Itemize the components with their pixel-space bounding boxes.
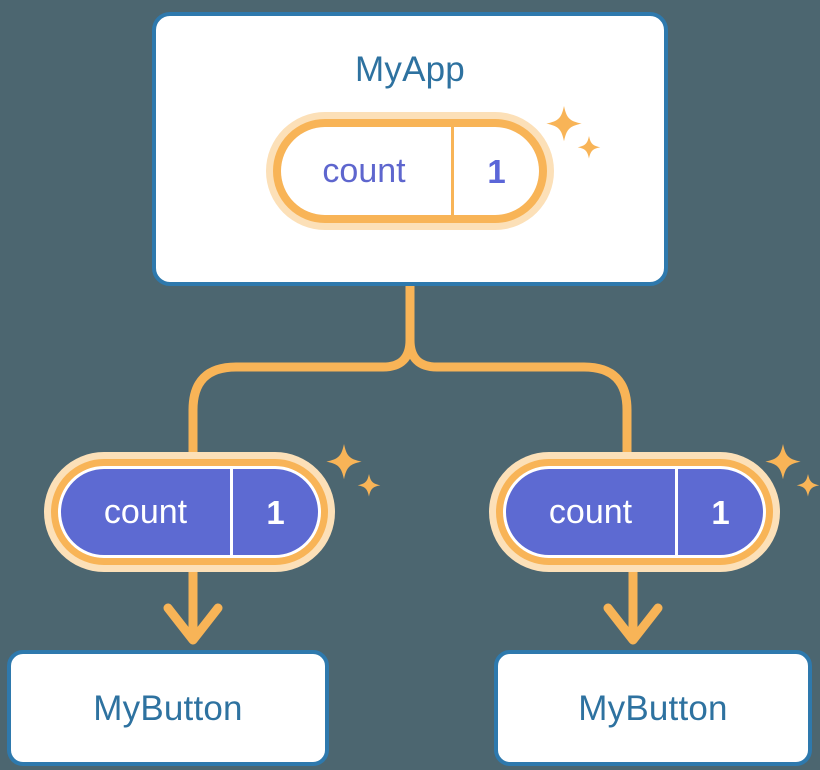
arrow-down-icon-right [603,603,663,645]
sparkle-small [357,474,381,497]
sparkle-large [326,444,362,480]
state-pill-ring: count 1 [51,459,328,565]
state-key-label: count [103,493,188,531]
state-pill-inner: count 1 [503,466,766,558]
sparkle-small [796,474,820,497]
arrow-down-icon-left [163,603,223,645]
component-card-mybutton-1[interactable]: MyButton [494,650,812,766]
state-key-label: count [322,152,406,190]
connector-tree-path [188,281,415,475]
state-value-label: 1 [675,469,763,555]
state-pill-inner: count 1 [281,127,539,215]
state-value-label: 1 [451,127,539,215]
connector-tree-path-right [405,281,632,475]
state-pill-ring: count 1 [496,459,773,565]
state-value-label: 1 [230,469,318,555]
state-pill-myapp[interactable]: count 1 [266,112,554,230]
state-pill-ring: count 1 [273,119,547,223]
sparkle-large [765,444,801,480]
state-pill-inner: count 1 [58,466,321,558]
page-title: MyApp [355,50,465,89]
state-pill-branch-0[interactable]: count 1 [44,452,335,572]
component-card-mybutton-0[interactable]: MyButton [7,650,329,766]
component-title: MyButton [93,688,243,728]
state-key-label: count [548,493,633,531]
state-pill-branch-1[interactable]: count 1 [489,452,780,572]
component-title: MyButton [578,688,728,728]
